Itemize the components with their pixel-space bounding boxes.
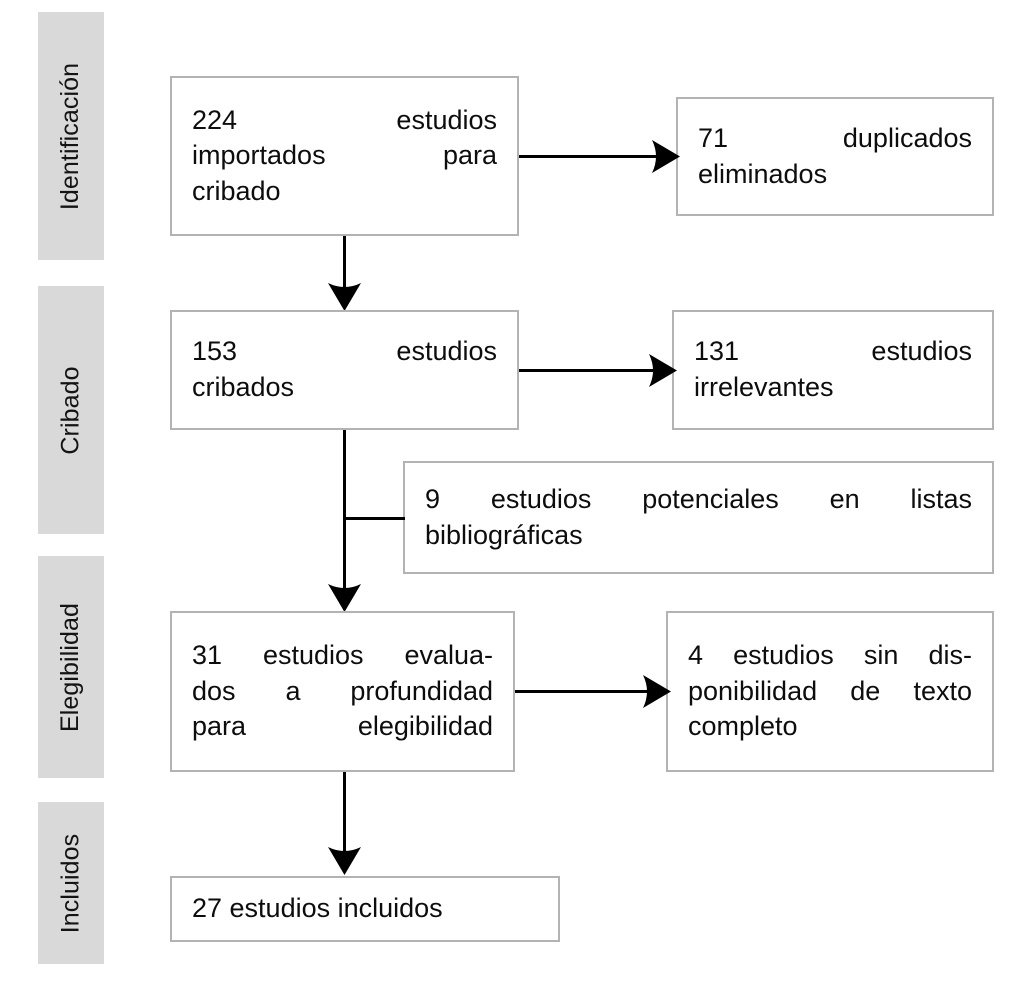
connector-screened-to-irrelevant-arrowhead [649,354,677,387]
duplicates-removed-text: 71 duplicados eliminados [678,121,992,192]
connector-assessed-to-nofulltext-line [515,690,651,693]
screened-studies-line-2: cribados [192,372,295,402]
connector-imported-to-duplicates-line [519,155,659,158]
stage-band-elegibilidad: Elegibilidad [38,556,104,778]
included-studies-box: 27 estudios incluidos [170,876,560,942]
imported-studies-line-2: importados para [192,140,497,171]
no-fulltext-line-2: ponibilidad de texto [688,675,972,706]
connector-screened-to-irrelevant-line [519,369,657,372]
assessed-studies-text: 31 estudios evalua- dos a profundidad pa… [172,638,513,745]
irrelevant-studies-line-1: 131 estudios [694,336,972,367]
no-fulltext-line-1: 4 estudios sin dis- [688,640,972,671]
imported-studies-line-3: cribado [192,175,281,206]
stage-band-cribado: Cribado [38,286,104,534]
connector-imported-to-screened-line [343,236,346,292]
stage-label-incluidos: Incluidos [56,833,85,933]
assessed-studies-line-1: 31 estudios evalua- [192,640,493,671]
included-studies-text: 27 estudios incluidos [172,891,558,927]
connector-imported-to-screened-arrowhead [328,283,361,311]
connector-imported-to-duplicates-arrowhead [652,140,680,173]
connector-assessed-to-nofulltext-arrowhead [643,675,671,708]
bibliographic-lists-box: 9 estudios potenciales en listas bibliog… [403,461,994,574]
bibliographic-lists-text: 9 estudios potenciales en listas bibliog… [405,482,992,553]
duplicates-removed-line-2: eliminados [698,158,828,189]
connector-assessed-to-included-arrowhead [328,847,361,875]
screened-studies-text: 153 estudios cribados [172,334,517,405]
assessed-studies-box: 31 estudios evalua- dos a profundidad pa… [170,611,515,772]
irrelevant-studies-text: 131 estudios irrelevantes [674,334,992,405]
included-studies-line-1: 27 estudios incluidos [192,893,443,924]
connector-assessed-to-included-line [343,772,346,856]
assessed-studies-line-2: dos a profundidad [192,675,493,706]
irrelevant-studies-box: 131 estudios irrelevantes [672,310,994,430]
irrelevant-studies-line-2: irrelevantes [694,372,834,402]
imported-studies-line-1: 224 estudios [192,104,497,135]
assessed-studies-line-3: para elegibilidad [192,711,493,742]
bibliographic-lists-line-2: bibliográficas [425,519,583,550]
stage-label-cribado: Cribado [56,365,85,455]
screened-studies-box: 153 estudios cribados [170,310,519,430]
no-fulltext-line-3: completo [688,711,798,742]
imported-studies-text: 224 estudios importados para cribado [172,103,517,210]
connector-screened-to-assessed-arrowhead [328,584,361,612]
no-fulltext-box: 4 estudios sin dis- ponibilidad de texto… [666,611,994,772]
no-fulltext-text: 4 estudios sin dis- ponibilidad de texto… [668,638,992,745]
duplicates-removed-line-1: 71 duplicados [698,122,972,153]
stage-band-incluidos: Incluidos [38,802,104,964]
imported-studies-box: 224 estudios importados para cribado [170,76,519,236]
connector-screened-to-assessed-line [343,430,346,610]
stage-label-identificacion: Identificación [56,62,85,210]
duplicates-removed-box: 71 duplicados eliminados [676,97,994,216]
stage-label-elegibilidad: Elegibilidad [56,602,85,732]
screened-studies-line-1: 153 estudios [192,336,497,367]
stage-band-identificacion: Identificación [38,12,104,260]
bibliographic-lists-line-1: 9 estudios potenciales en listas [425,483,972,514]
connector-bibliographic-to-flow-line [343,517,405,520]
